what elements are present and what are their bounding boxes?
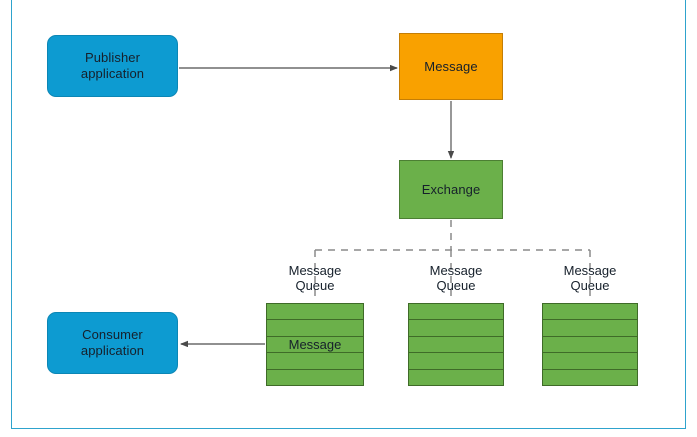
queue-slot	[543, 320, 637, 337]
queue-slot	[409, 304, 503, 321]
queue-slot	[409, 320, 503, 337]
message-node[interactable]: Message	[399, 33, 503, 100]
connector-exchange-to-queues	[314, 220, 591, 302]
queue-slot	[267, 353, 363, 370]
queue-1-label-line2: Queue	[295, 278, 335, 294]
publisher-label-line2: application	[80, 66, 145, 81]
consumer-label-line2: application	[80, 343, 145, 358]
queue-slot	[543, 370, 637, 385]
queue-slot	[543, 353, 637, 370]
publisher-application-label: Publisher application	[81, 50, 144, 82]
queue-slot-filled: Message	[267, 337, 363, 354]
queue-3-label-line1: Message	[563, 263, 617, 278]
queue-2-label-line2: Queue	[436, 278, 476, 294]
queue-3-label-line2: Queue	[570, 278, 610, 294]
queue-2-label-line1: Message	[429, 263, 483, 278]
queue-slot	[267, 370, 363, 385]
queue-1-label: Message Queue	[266, 263, 364, 294]
publisher-label-line1: Publisher	[84, 50, 141, 66]
queue-slot	[543, 304, 637, 321]
queue-slot	[409, 370, 503, 385]
publisher-application-node[interactable]: Publisher application	[47, 35, 178, 97]
queue-slot	[409, 337, 503, 354]
queue-slot	[267, 320, 363, 337]
exchange-node[interactable]: Exchange	[399, 160, 503, 219]
queue-3-label: Message Queue	[542, 263, 638, 294]
queue-slot	[267, 304, 363, 321]
consumer-label-line1: Consumer	[82, 327, 143, 343]
consumer-application-node[interactable]: Consumer application	[47, 312, 178, 374]
consumer-application-label: Consumer application	[81, 327, 144, 359]
queue-slot	[543, 337, 637, 354]
queue-1-label-line1: Message	[288, 263, 342, 278]
queue-slot	[409, 353, 503, 370]
exchange-node-label: Exchange	[421, 181, 481, 197]
message-queue-1[interactable]: Message	[266, 303, 364, 386]
message-node-label: Message	[424, 58, 478, 74]
message-queue-2[interactable]	[408, 303, 504, 386]
message-queue-3[interactable]	[542, 303, 638, 386]
queue-2-label: Message Queue	[408, 263, 504, 294]
